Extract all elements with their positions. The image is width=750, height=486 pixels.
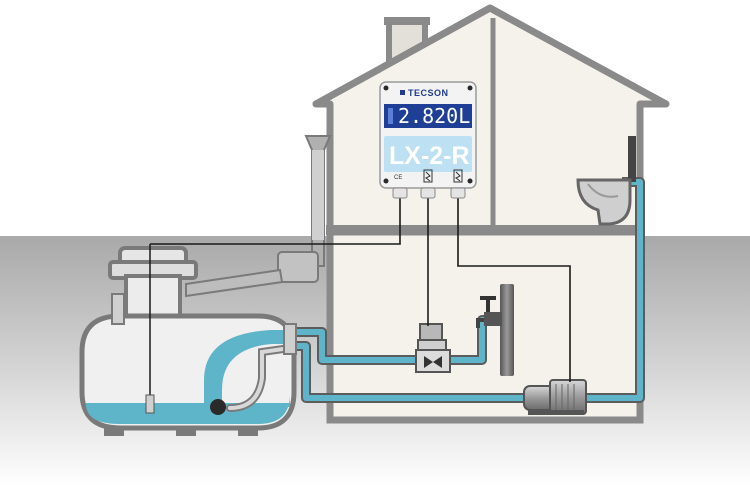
screw-bottom-left: [383, 178, 389, 184]
basement-wall-panel: [500, 284, 514, 376]
control-unit: TECSON 2.820L LX-2-R CE: [379, 81, 477, 199]
model-panel: [384, 136, 472, 172]
toilet-flush-pipe: [628, 136, 636, 182]
downpipe: [185, 135, 332, 298]
lcd-value: 2.820L: [398, 104, 470, 128]
toilet: [576, 136, 636, 226]
brand-name: TECSON: [408, 88, 449, 98]
pump-cable: [457, 198, 571, 382]
relay-symbol-icon: [423, 169, 463, 183]
ce-mark: CE: [394, 175, 402, 181]
rain-filter: [277, 251, 319, 283]
screw-top-right: [467, 85, 473, 91]
switchover-valve: [415, 323, 451, 373]
cable-glands: [392, 187, 466, 199]
model-name: LX-2-R: [389, 142, 470, 170]
chimney-cap: [384, 17, 430, 25]
brand-mark-icon: [400, 90, 405, 95]
suction-float: [210, 399, 226, 415]
cistern-tank: [79, 244, 297, 436]
tank-water: [86, 394, 290, 424]
lcd-cursor-icon: [388, 108, 393, 124]
tap-icon: [476, 296, 502, 328]
pump: [523, 379, 587, 415]
screw-bottom-right: [467, 178, 473, 184]
signal-cables: [150, 198, 571, 382]
lcd-display: [384, 104, 472, 128]
toilet-bowl: [576, 178, 632, 226]
probe-cable: [150, 198, 401, 245]
screw-top-left: [383, 85, 389, 91]
